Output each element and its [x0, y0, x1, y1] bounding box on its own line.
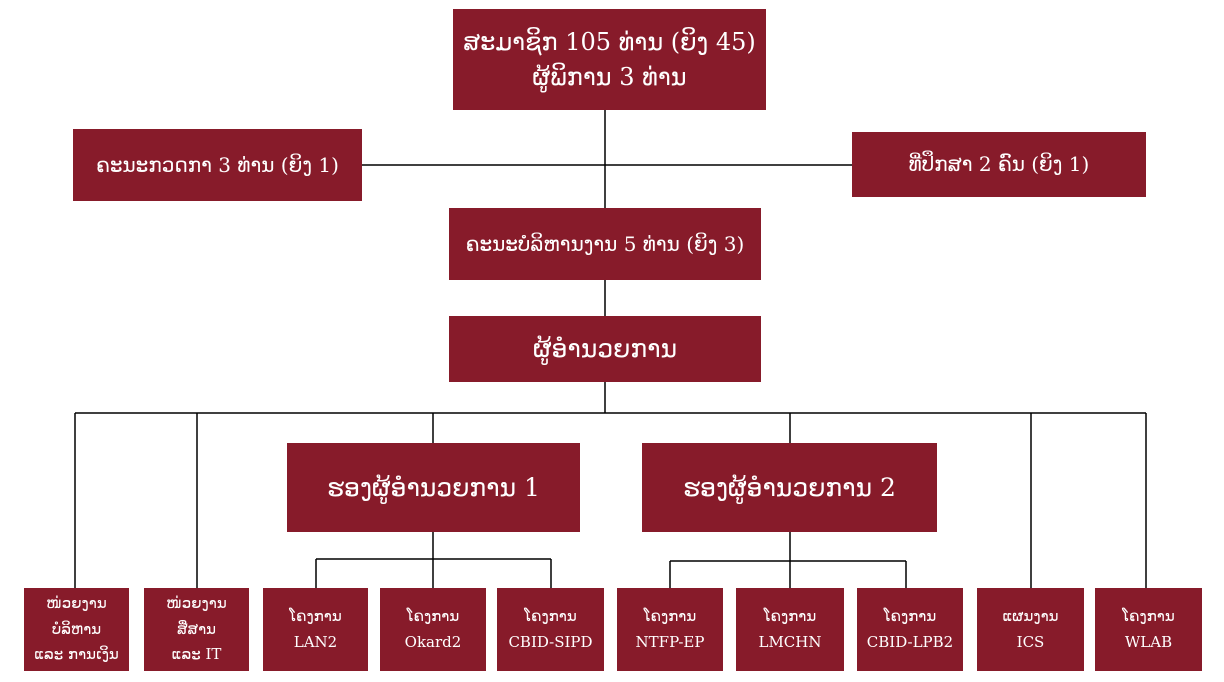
unit-name-label: ແລະ ການເງິນ: [34, 645, 119, 664]
project-lan2-box: ໂຄງການ LAN2: [263, 588, 368, 671]
unit-name-label: ICS: [1016, 632, 1045, 651]
deputy-director-1-box: ຮອງຜູ້ອຳນວຍການ 1: [287, 443, 580, 532]
project-lmchn-box: ໂຄງການ LMCHN: [736, 588, 844, 671]
unit-name-label: LAN2: [293, 632, 338, 651]
assembly-disabled-text: ຜູ້ພິການ 3 ທ່ານ: [532, 62, 687, 91]
unit-type-label: ແຜນງານ: [1002, 607, 1059, 625]
unit-type-label: ໂຄງການ: [524, 607, 577, 625]
project-wlab-box: ໂຄງການ WLAB: [1095, 588, 1202, 671]
project-ntfp-ep-box: ໂຄງການ NTFP-EP: [617, 588, 723, 671]
executive-board-box: ຄະນະບໍລິຫານງານ 5 ທ່ານ (ຍິງ 3): [449, 208, 761, 280]
deputy-director-2-label: ຮອງຜູ້ອຳນວຍການ 2: [683, 472, 896, 502]
unit-type-label: ໂຄງການ: [406, 607, 460, 625]
unit-name-label: CBID-SIPD: [508, 632, 593, 651]
unit-name-label: ແລະ IT: [171, 645, 222, 664]
executive-board-label: ຄະນະບໍລິຫານງານ 5 ທ່ານ (ຍິງ 3): [465, 231, 745, 256]
unit-type-label: ໂຄງການ: [763, 607, 817, 625]
audit-committee-label: ຄະນະກວດກາ 3 ທ່ານ (ຍິງ 1): [96, 152, 339, 177]
advisors-box: ທີ່ປຶກສາ 2 ຄົນ (ຍິງ 1): [852, 132, 1146, 197]
unit-type-label: ໂຄງການ: [1122, 607, 1175, 625]
advisors-label: ທີ່ປຶກສາ 2 ຄົນ (ຍິງ 1): [908, 152, 1090, 176]
project-cbid-lpb2-box: ໂຄງການ CBID-LPB2: [857, 588, 963, 671]
unit-name-label: WLAB: [1124, 632, 1173, 651]
unit-type-label: ໂຄງການ: [289, 607, 342, 625]
unit-name-label: NTFP-EP: [635, 632, 705, 651]
deputy-director-1-label: ຮອງຜູ້ອຳນວຍການ 1: [327, 472, 540, 502]
unit-name-label: ສື່ສານ: [176, 619, 217, 638]
unit-type-label: ໂຄງການ: [883, 607, 937, 625]
project-cbid-sipd-box: ໂຄງການ CBID-SIPD: [497, 588, 604, 671]
unit-type-label: ໜ່ວຍງານ: [166, 594, 227, 613]
unit-name-label: ບໍລິຫານ: [51, 619, 102, 638]
unit-name-label: LMCHN: [758, 632, 822, 651]
unit-communication-it-box: ໜ່ວຍງານ ສື່ສານ ແລະ IT: [144, 588, 249, 671]
program-ics-box: ແຜນງານ ICS: [977, 588, 1084, 671]
general-assembly-box: ສະມາຊິກ 105 ທ່ານ (ຍິງ 45) ຜູ້ພິການ 3 ທ່າ…: [453, 9, 766, 110]
unit-type-label: ໜ່ວຍງານ: [46, 594, 107, 613]
unit-admin-finance-box: ໜ່ວຍງານ ບໍລິຫານ ແລະ ການເງິນ: [24, 588, 129, 671]
deputy-director-2-box: ຮອງຜູ້ອຳນວຍການ 2: [642, 443, 937, 532]
unit-name-label: Okard2: [404, 632, 462, 651]
unit-name-label: CBID-LPB2: [866, 632, 954, 651]
project-okard2-box: ໂຄງການ Okard2: [380, 588, 486, 671]
audit-committee-box: ຄະນະກວດກາ 3 ທ່ານ (ຍິງ 1): [73, 129, 362, 201]
director-box: ຜູ້ອຳນວຍການ: [449, 316, 761, 382]
assembly-members-text: ສະມາຊິກ 105 ທ່ານ (ຍິງ 45): [463, 27, 756, 56]
director-label: ຜູ້ອຳນວຍການ: [532, 334, 678, 364]
unit-type-label: ໂຄງການ: [643, 607, 697, 625]
